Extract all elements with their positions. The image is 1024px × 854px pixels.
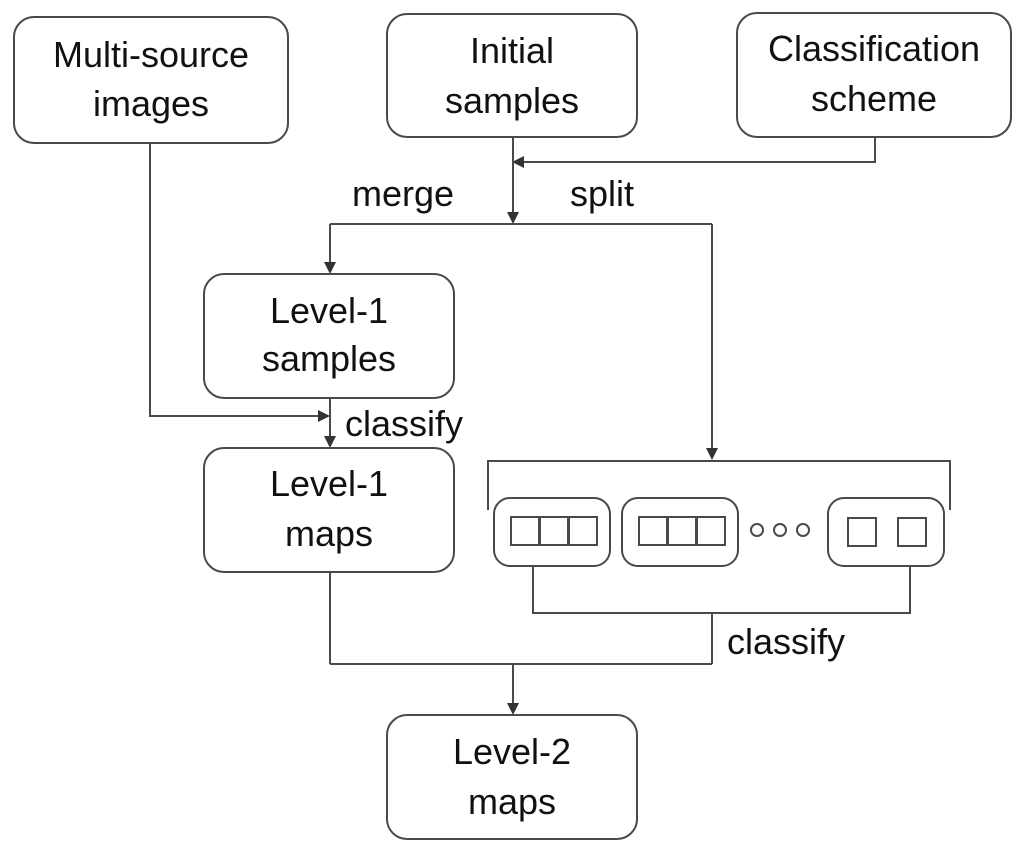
- edge-scheme-to-split: [520, 137, 876, 163]
- node-level1-samples: Level-1 samples: [203, 273, 455, 399]
- node-initial-samples-line2: samples: [445, 80, 579, 121]
- split-group-n: [827, 497, 945, 567]
- group-2-cell-3: [696, 516, 726, 546]
- node-classification-scheme-line1: Classification: [768, 28, 980, 69]
- group-2-cell-1: [638, 516, 668, 546]
- arrowhead-classify: [324, 436, 336, 448]
- label-split: split: [570, 173, 634, 214]
- group-1-cell-3: [568, 516, 598, 546]
- node-level1-maps: Level-1 maps: [203, 447, 455, 573]
- groups-bottom-bracket: [532, 566, 911, 614]
- edge-images-to-classify: [149, 143, 318, 417]
- groups-bracket: [487, 460, 951, 510]
- node-level1-samples-line2: samples: [262, 338, 396, 379]
- split-group-2: [621, 497, 739, 567]
- label-merge: merge: [352, 173, 454, 214]
- ellipsis-dot-1: [750, 523, 764, 537]
- node-level2-maps: Level-2 maps: [386, 714, 638, 840]
- arrowhead-initial: [507, 212, 519, 224]
- group-n-cell-1: [847, 517, 877, 547]
- group-2-cell-2: [667, 516, 697, 546]
- node-multi-source-images-line2: images: [93, 83, 209, 124]
- node-initial-samples: Initial samples: [386, 13, 638, 138]
- label-classify-groups: classify: [727, 621, 845, 662]
- node-classification-scheme-line2: scheme: [811, 78, 937, 119]
- group-1-cell-2: [539, 516, 569, 546]
- node-multi-source-images-line1: Multi-source: [53, 34, 249, 75]
- ellipsis-dot-3: [796, 523, 810, 537]
- node-classification-scheme: Classification scheme: [736, 12, 1012, 138]
- label-classify-level1: classify: [345, 403, 463, 444]
- node-level1-maps-line2: maps: [285, 513, 373, 554]
- split-group-1: [493, 497, 611, 567]
- ellipsis-dot-2: [773, 523, 787, 537]
- group-n-cell-2: [897, 517, 927, 547]
- node-initial-samples-line1: Initial: [470, 30, 554, 71]
- node-level1-samples-line1: Level-1: [270, 290, 388, 331]
- node-level2-maps-line1: Level-2: [453, 731, 571, 772]
- node-level1-maps-line1: Level-1: [270, 463, 388, 504]
- arrowhead-level2: [507, 703, 519, 715]
- arrowhead-images: [318, 410, 330, 422]
- arrowhead-scheme: [512, 156, 524, 168]
- group-1-cell-1: [510, 516, 540, 546]
- node-level2-maps-line2: maps: [468, 781, 556, 822]
- node-multi-source-images: Multi-source images: [13, 16, 289, 144]
- arrowhead-split: [706, 448, 718, 460]
- arrowhead-merge: [324, 262, 336, 274]
